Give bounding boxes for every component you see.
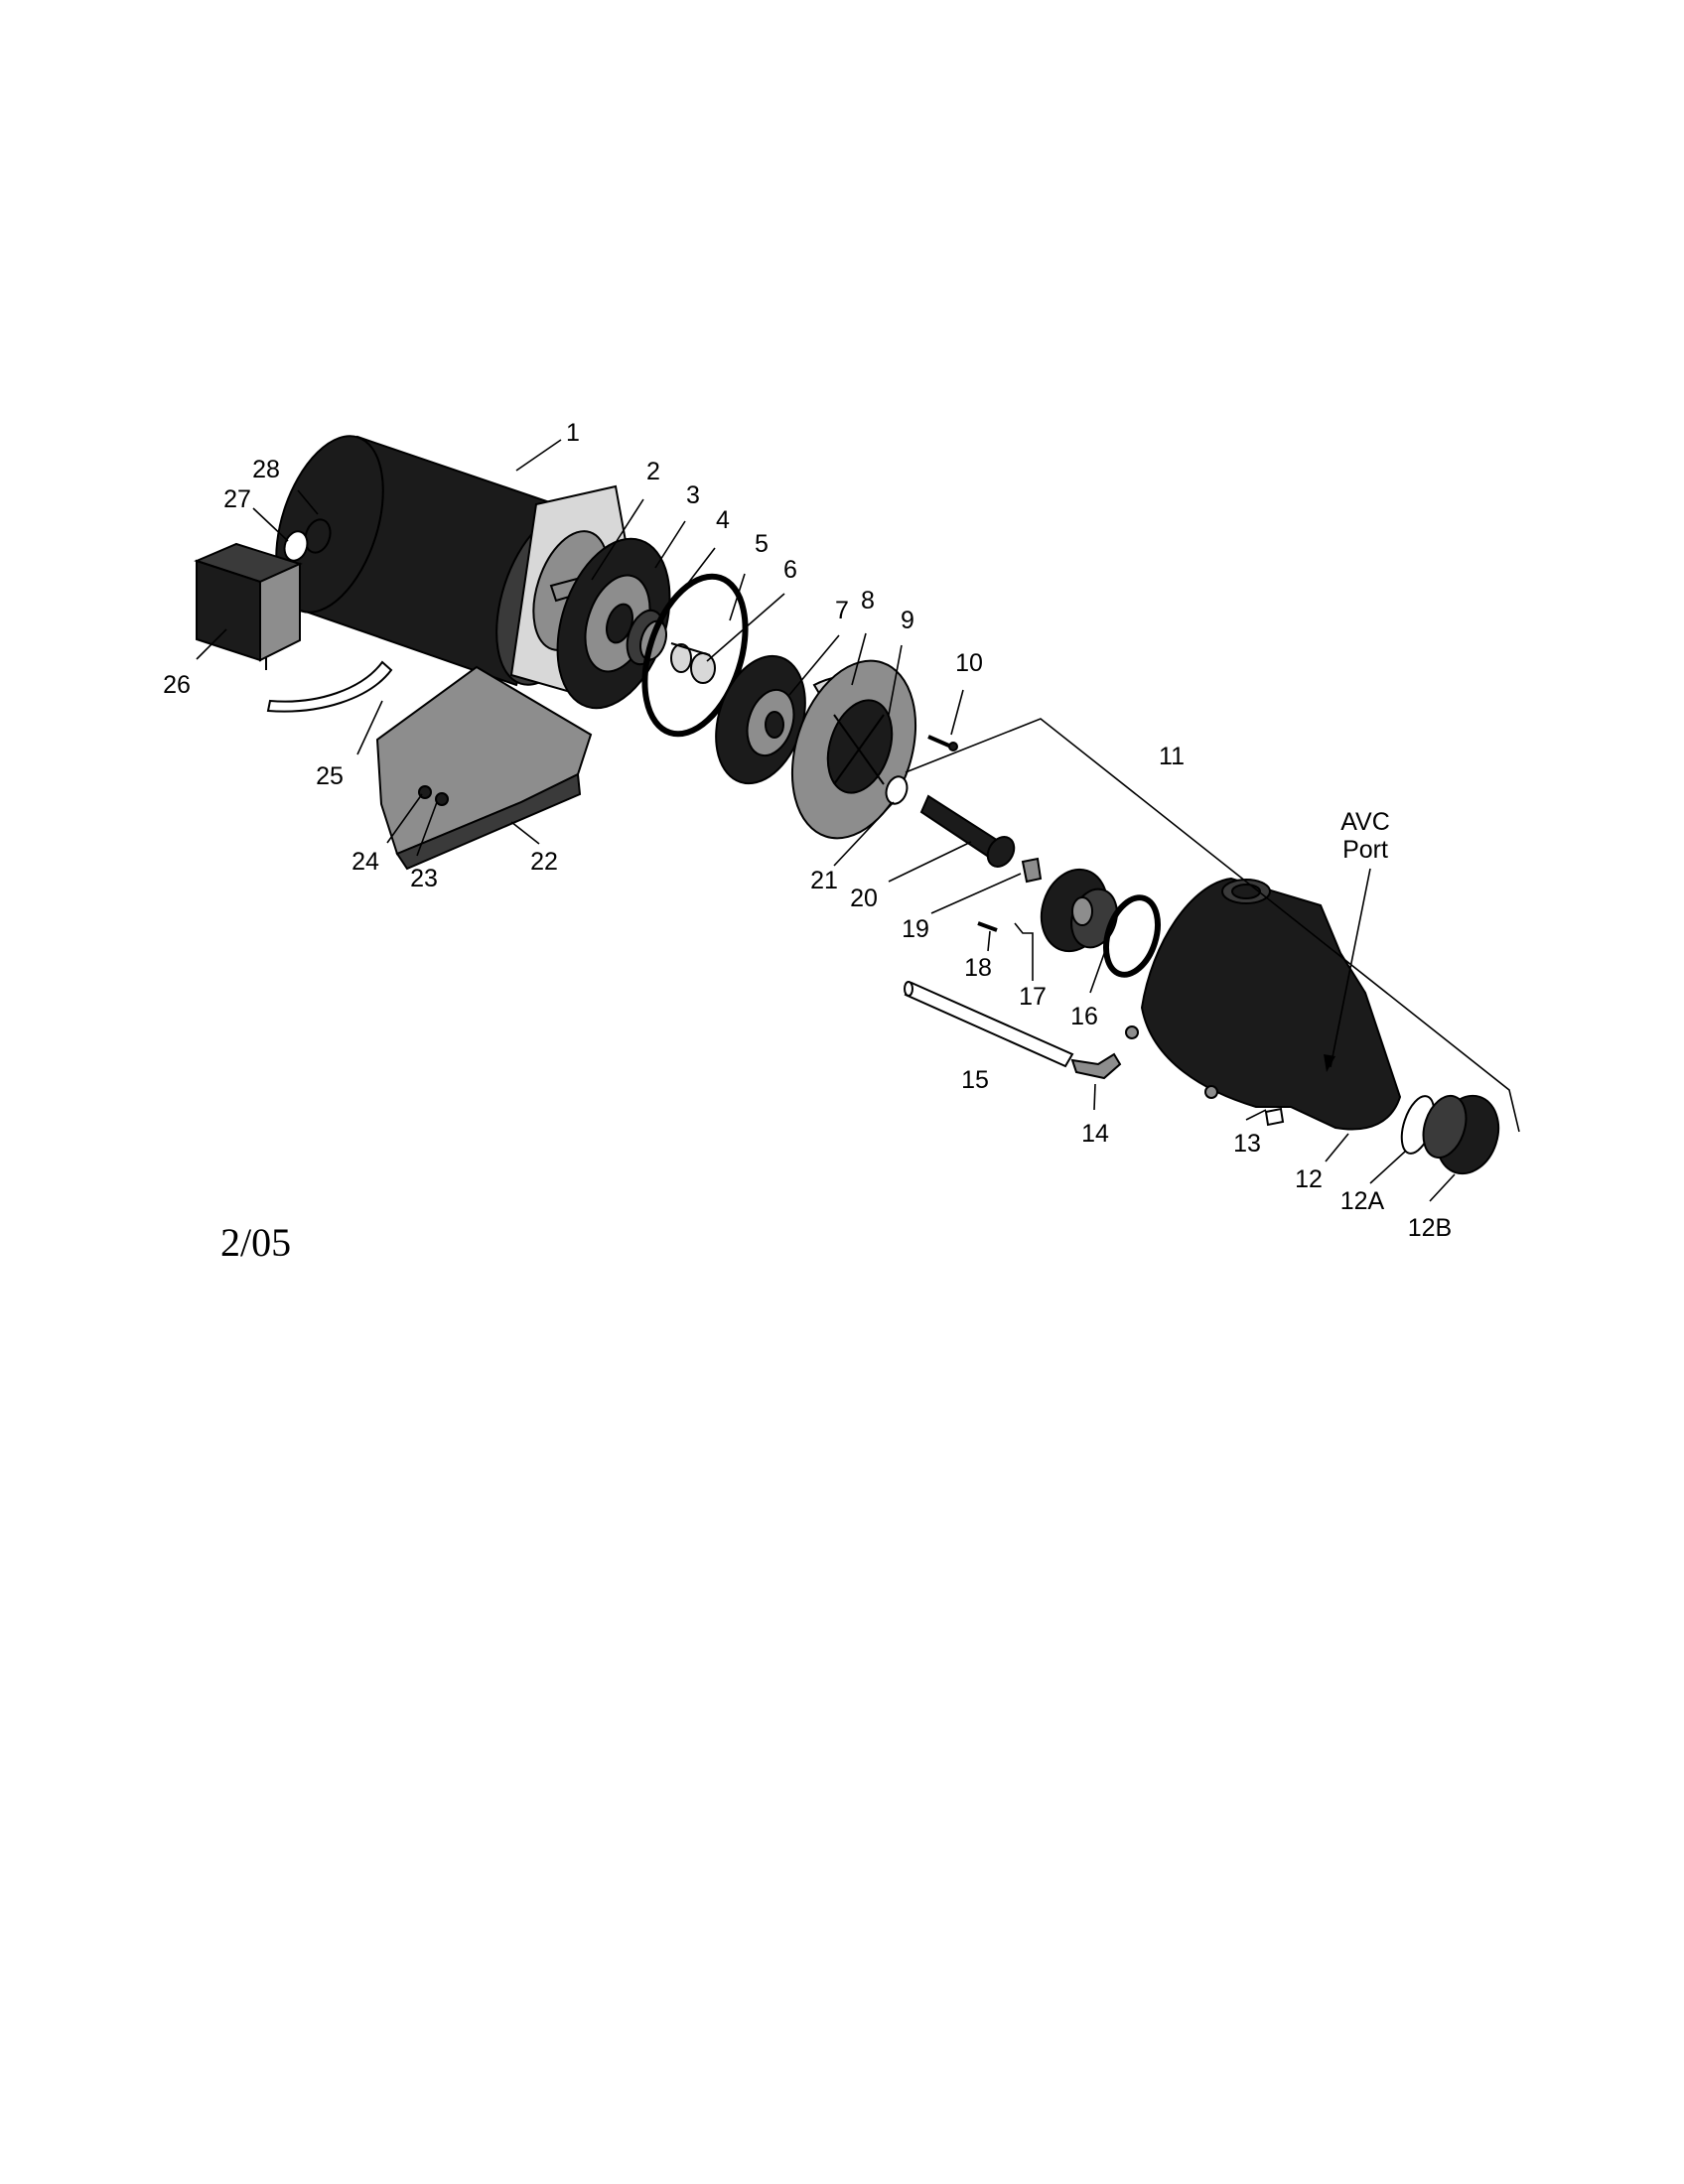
part-gasket-ring	[1103, 894, 1161, 978]
label-part-16: 16	[1070, 1003, 1098, 1030]
part-plug	[1264, 1107, 1285, 1127]
part-tube	[904, 981, 1074, 1068]
label-part-21: 21	[810, 867, 838, 894]
label-part-25: 25	[316, 762, 344, 790]
label-part-8: 8	[861, 587, 875, 614]
label-part-18: 18	[964, 954, 992, 982]
part-o-ring-5	[641, 573, 749, 738]
part-pump-casing	[1125, 877, 1402, 1131]
label-part-13: 13	[1233, 1130, 1261, 1158]
label-avc: AVC	[1340, 808, 1390, 836]
label-part-2: 2	[646, 458, 660, 485]
label-part-23: 23	[410, 865, 438, 892]
label-part-11: 11	[1159, 743, 1185, 770]
label-part-4: 4	[716, 506, 730, 534]
label-part-14: 14	[1081, 1120, 1109, 1148]
label-part-7: 7	[835, 597, 849, 624]
label-part-5: 5	[755, 530, 769, 558]
label-part-22: 22	[530, 848, 558, 876]
label-part-10: 10	[955, 649, 983, 677]
part-venturi	[919, 794, 1016, 868]
part-base	[375, 665, 593, 871]
label-part-17: 17	[1019, 983, 1047, 1011]
part-connector-28	[304, 518, 332, 554]
label-port: Port	[1342, 836, 1388, 864]
part-screw-10	[927, 735, 958, 751]
leader-lines	[196, 439, 1520, 1202]
label-part-24: 24	[351, 848, 379, 876]
label-part-3: 3	[686, 481, 700, 509]
label-part-12a: 12A	[1340, 1187, 1385, 1215]
part-adapter	[1422, 1094, 1500, 1175]
label-part-15: 15	[961, 1066, 989, 1094]
part-nozzle	[1021, 857, 1043, 884]
label-part-12: 12	[1295, 1165, 1323, 1193]
date-code: 2/05	[220, 1220, 291, 1265]
part-strap	[266, 660, 393, 713]
label-part-26: 26	[163, 671, 191, 699]
label-part-27: 27	[223, 485, 251, 513]
label-part-20: 20	[850, 885, 878, 912]
label-part-28: 28	[252, 456, 280, 483]
part-impeller	[715, 654, 806, 785]
label-part-6: 6	[783, 556, 797, 584]
label-part-9: 9	[901, 607, 914, 634]
part-elbow	[1070, 1052, 1122, 1080]
part-labels: 1 2 3 4 5 6 7 8 9 10 11 12 12A 12B 13 14…	[163, 419, 1452, 1265]
label-part-12b: 12B	[1408, 1214, 1452, 1242]
label-part-19: 19	[902, 915, 929, 943]
part-control-valve	[1040, 868, 1118, 953]
label-part-1: 1	[566, 419, 580, 447]
part-screw-18	[977, 921, 998, 932]
part-seal-seat	[670, 642, 716, 684]
part-diffuser	[790, 659, 917, 840]
part-pressure-switch	[194, 542, 303, 670]
